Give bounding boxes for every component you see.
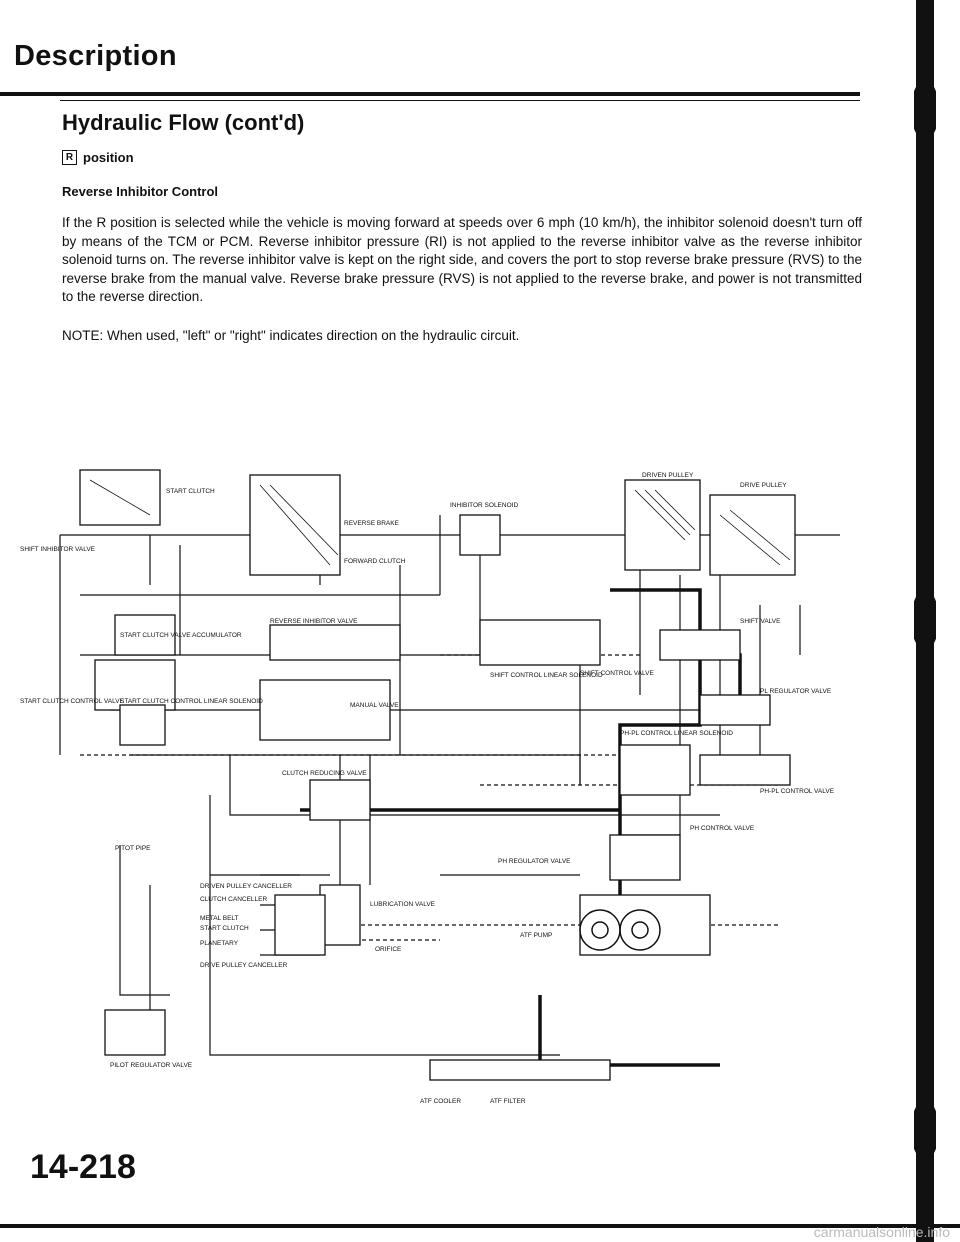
control-heading: Reverse Inhibitor Control — [62, 184, 219, 199]
watermark: carmanualsonline.info — [813, 1224, 950, 1240]
header-rule-thin — [60, 100, 860, 101]
label-atf-cooler: ATF COOLER — [420, 1098, 461, 1105]
label-start-clutch: START CLUTCH — [166, 488, 215, 495]
label-start-clutch-valve-accumulator: START CLUTCH VALVE ACCUMULATOR — [120, 632, 242, 639]
position-label: position — [83, 150, 134, 165]
label-planetary: PLANETARY — [200, 940, 239, 947]
label-start-clutch-2: START CLUTCH — [200, 925, 249, 932]
label-pitot-pipe: PITOT PIPE — [115, 845, 151, 852]
label-shift-control-linear-solenoid: SHIFT CONTROL LINEAR SOLENOID — [490, 672, 603, 679]
body-paragraph: If the R position is selected while the … — [62, 215, 862, 304]
label-forward-clutch: FORWARD CLUTCH — [344, 558, 406, 565]
section-title: Description — [14, 40, 177, 72]
label-driven-pulley-canceller: DRIVEN PULLEY CANCELLER — [200, 883, 292, 890]
label-driven-pulley: DRIVEN PULLEY — [642, 472, 694, 479]
label-clutch-canceller: CLUTCH CANCELLER — [200, 896, 267, 903]
binding-edge-bar — [914, 0, 936, 1242]
hydraulic-circuit-diagram: START CLUTCH INHIBITOR SOLENOID DRIVEN P… — [20, 469, 840, 1105]
label-drive-pulley-canceller: DRIVE PULLEY CANCELLER — [200, 962, 288, 969]
label-atf-pump: ATF PUMP — [520, 932, 552, 939]
subsection-title: Hydraulic Flow (cont'd) — [62, 110, 305, 135]
label-shift-valve: SHIFT VALVE — [740, 618, 781, 625]
page-number: 14-218 — [30, 1148, 136, 1186]
label-shift-inhibitor-valve: SHIFT INHIBITOR VALVE — [20, 546, 96, 553]
label-shift-control-valve: SHIFT CONTROL VALVE — [580, 670, 654, 677]
bottom-rule — [0, 1224, 960, 1228]
position-key-icon: R — [62, 150, 77, 165]
label-ph-control-valve: PH CONTROL VALVE — [690, 825, 755, 832]
label-orifice: ORIFICE — [375, 946, 402, 953]
label-start-clutch-control-valve: START CLUTCH CONTROL VALVE — [20, 698, 125, 705]
label-ph-pl-control-valve: PH-PL CONTROL VALVE — [760, 788, 835, 795]
label-ph-pl-control-linear-solenoid: PH-PL CONTROL LINEAR SOLENOID — [620, 730, 733, 737]
label-reverse-inhibitor-valve: REVERSE INHIBITOR VALVE — [270, 618, 358, 625]
label-pilot-regulator-valve: PILOT REGULATOR VALVE — [110, 1062, 193, 1069]
label-manual-valve: MANUAL VALVE — [350, 702, 399, 709]
label-inhibitor-solenoid: INHIBITOR SOLENOID — [450, 502, 518, 509]
label-start-clutch-control-linear-solenoid: START CLUTCH CONTROL LINEAR SOLENOID — [120, 698, 263, 705]
note-text: NOTE: When used, "left" or "right" indic… — [62, 328, 520, 343]
label-lubrication-valve: LUBRICATION VALVE — [370, 901, 436, 908]
label-ph-regulator-valve: PH REGULATOR VALVE — [498, 858, 571, 865]
label-pl-regulator-valve: PL REGULATOR VALVE — [760, 688, 832, 695]
header-rule — [0, 92, 860, 96]
label-reverse-brake: REVERSE BRAKE — [344, 520, 400, 527]
position-line: R position — [62, 150, 134, 165]
label-drive-pulley: DRIVE PULLEY — [740, 482, 787, 489]
label-metal-belt: METAL BELT — [200, 915, 239, 922]
label-atf-filter: ATF FILTER — [490, 1098, 526, 1105]
label-clutch-reducing-valve: CLUTCH REDUCING VALVE — [282, 770, 367, 777]
